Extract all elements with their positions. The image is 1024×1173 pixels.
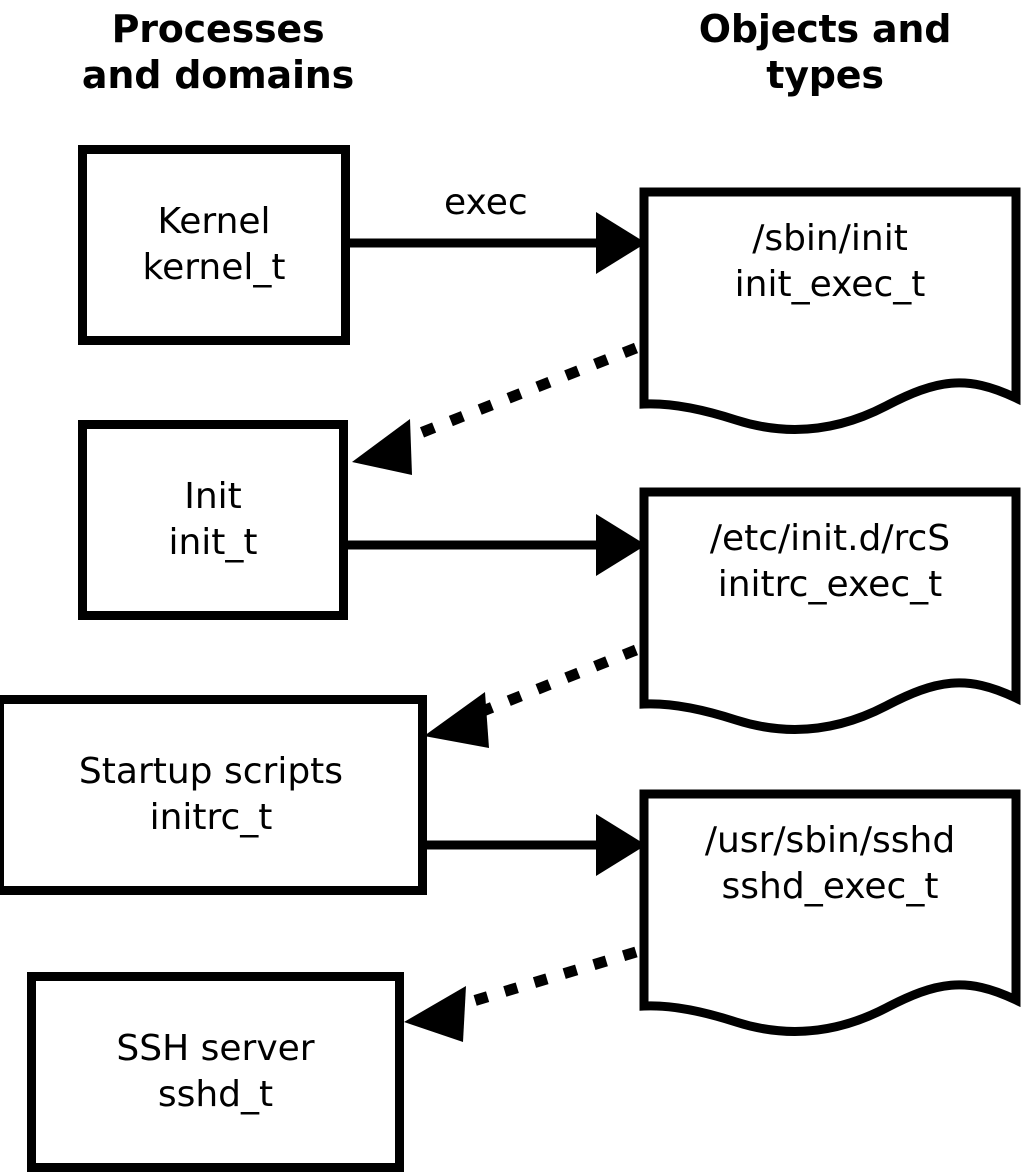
edge-sshd-exec-to-ssh-server (404, 946, 638, 1042)
document-shape-icon (639, 487, 1021, 734)
edge-line-dotted (397, 342, 639, 447)
object-doc-sshd-exec[interactable]: /usr/sbin/sshd sshd_exec_t (636, 786, 1024, 1036)
document-shape-icon (639, 187, 1021, 434)
arrowhead-icon (424, 692, 489, 748)
edge-line-dotted (458, 946, 638, 1011)
process-type-ssh-server: sshd_t (157, 1074, 274, 1115)
edge-label-exec: exec (444, 182, 528, 223)
process-name-init: Init (184, 476, 242, 517)
process-name-kernel: Kernel (157, 201, 271, 242)
arrowhead-icon (404, 986, 466, 1042)
process-box-kernel[interactable]: Kernel kernel_t (78, 145, 350, 345)
process-box-init[interactable]: Init init_t (78, 420, 348, 620)
document-shape-icon (639, 789, 1021, 1036)
object-doc-initrc-exec[interactable]: /etc/init.d/rcS initrc_exec_t (636, 484, 1024, 734)
process-type-kernel: kernel_t (142, 247, 286, 288)
edge-startup-scripts-to-sshd-exec (427, 814, 646, 876)
process-box-startup-scripts[interactable]: Startup scripts initrc_t (0, 695, 427, 895)
edge-init-exec-to-init (352, 342, 639, 475)
process-name-startup-scripts: Startup scripts (78, 751, 344, 792)
arrowhead-icon (352, 419, 412, 475)
column-header-processes: Processes and domains (81, 7, 355, 97)
object-doc-init-exec[interactable]: /sbin/init init_exec_t (636, 184, 1024, 434)
process-type-init: init_t (168, 522, 258, 563)
edge-line-dotted (475, 644, 639, 719)
process-type-startup-scripts: initrc_t (149, 797, 273, 838)
edge-initrc-exec-to-startup-scripts (424, 644, 639, 748)
column-header-objects: Objects and types (698, 7, 952, 97)
process-name-ssh-server: SSH server (116, 1028, 315, 1069)
process-box-ssh-server[interactable]: SSH server sshd_t (27, 972, 404, 1172)
edge-init-to-initrc-exec (348, 514, 646, 576)
